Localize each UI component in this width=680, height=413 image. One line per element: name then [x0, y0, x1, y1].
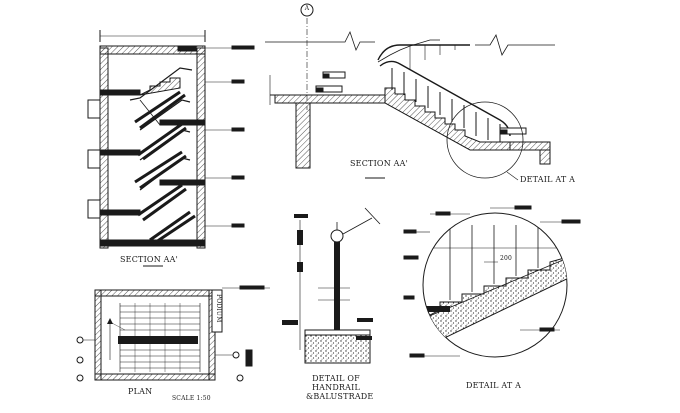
grid-marker-label: A — [304, 5, 310, 12]
plan-drawing — [76, 285, 270, 382]
handrail-detail-drawing — [282, 207, 381, 364]
scale-label: SCALE 1:50 — [172, 395, 211, 402]
section-left-drawing — [87, 30, 255, 267]
dimension-200-label: 200 — [500, 255, 513, 262]
detail-a-drawing — [403, 205, 581, 358]
plan-label: PLAN — [128, 387, 153, 396]
section-top-label: SECTION AA' — [350, 159, 408, 168]
handrail-detail-label: DETAIL OF HANDRAIL &BALUSTRADE — [306, 374, 374, 401]
handrail-label-line1: DETAIL OF — [312, 374, 360, 383]
handrail-label-line2: HANDRAIL — [311, 382, 361, 392]
section-left-label: SECTION AA' — [120, 255, 178, 264]
handrail-label-line3: &BALUSTRADE — [306, 391, 374, 401]
detail-a-bottom-label: DETAIL AT A — [466, 381, 522, 390]
podium-label: PODIUM — [215, 294, 222, 323]
section-top-drawing — [265, 3, 555, 181]
grid-marker-circle — [300, 3, 314, 17]
detail-a-top-label: DETAIL AT A — [520, 175, 576, 184]
